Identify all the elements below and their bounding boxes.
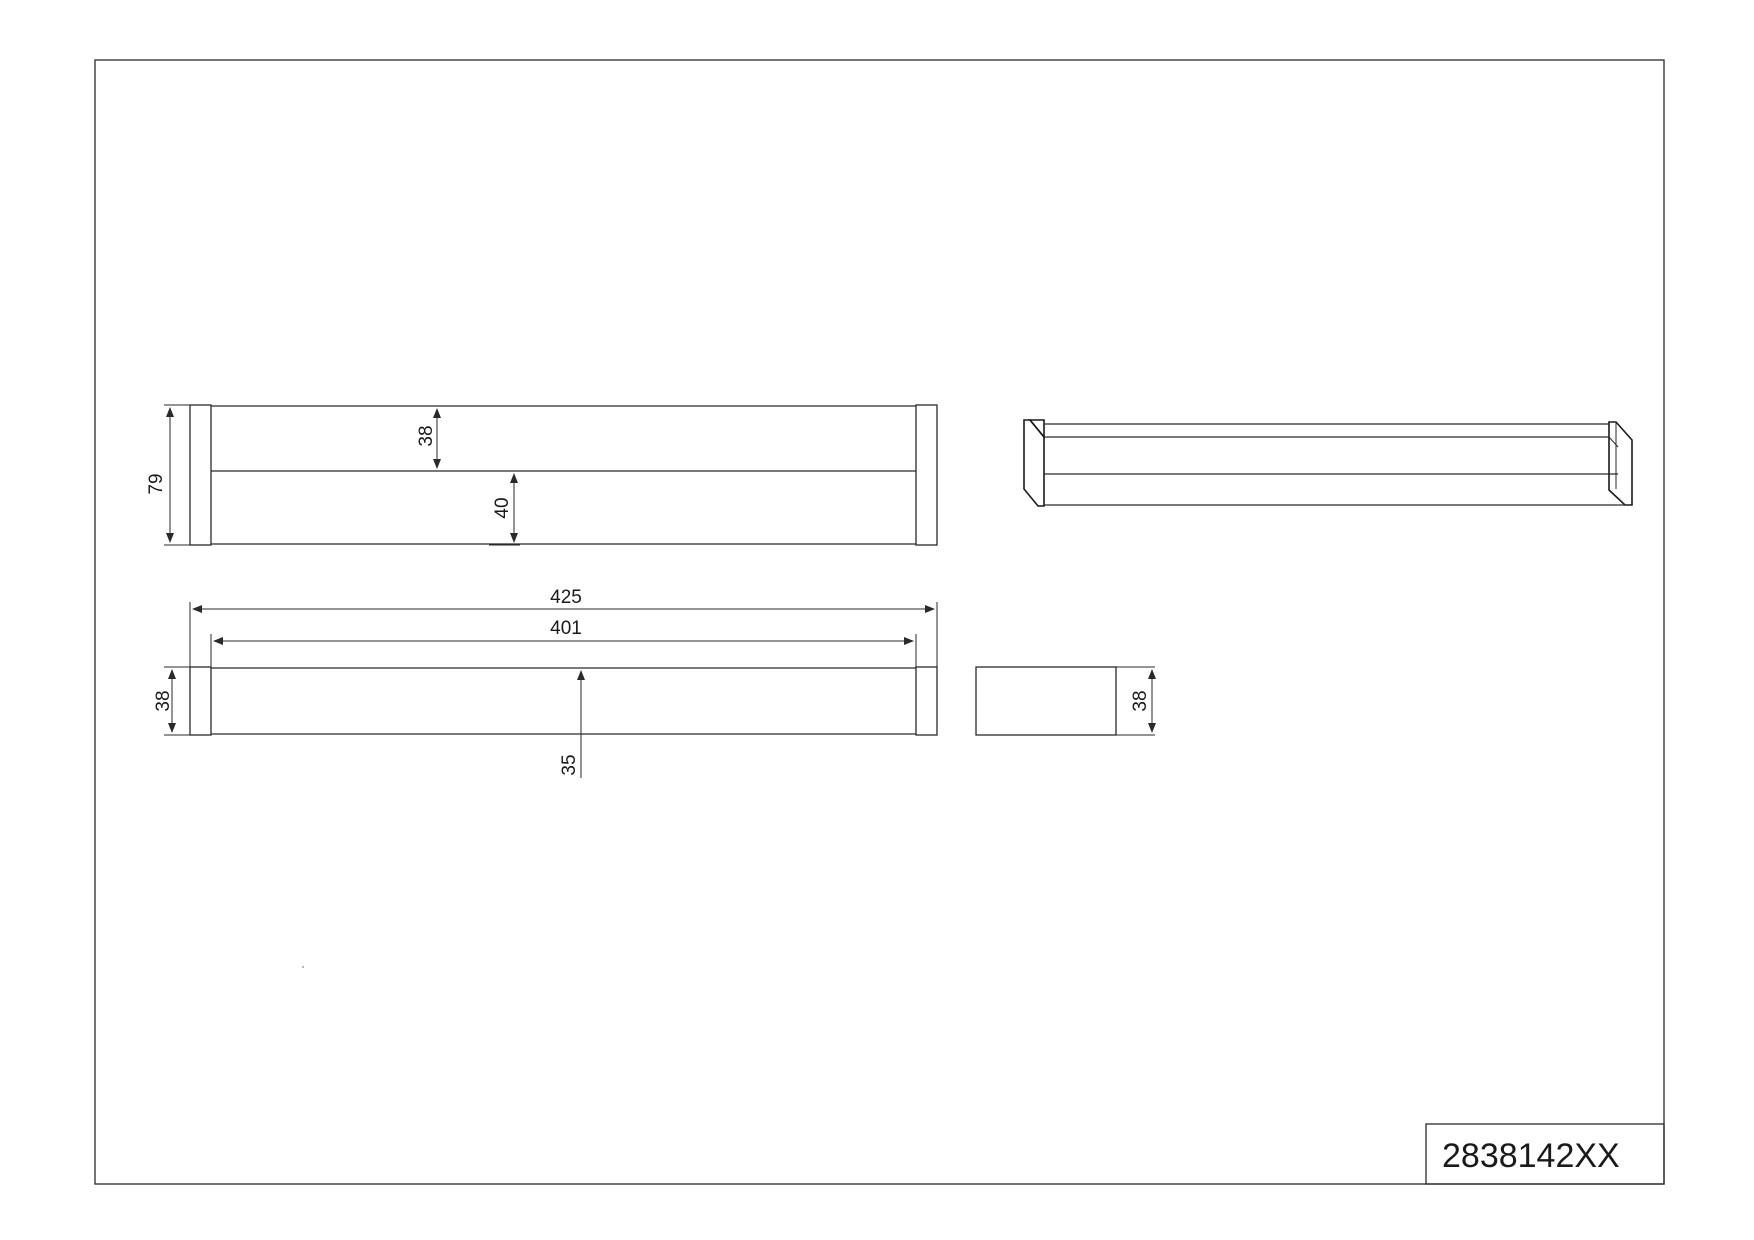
dim-front-lower-section: 40 [492, 497, 513, 518]
isometric-view [1023, 419, 1633, 507]
dim-top-mount-offset: 35 [559, 754, 580, 775]
front-right-end-cap [915, 404, 938, 546]
side-view: 38 [975, 666, 1156, 736]
top-left-end-cap [189, 666, 212, 736]
top-view: 425 401 38 35 [153, 587, 938, 778]
part-number: 2838142XX [1442, 1137, 1620, 1175]
dim-top-inner-length: 401 [550, 618, 582, 639]
title-block: 2838142XX [1425, 1123, 1665, 1185]
dim-top-depth: 38 [153, 690, 174, 711]
dim-front-height-total: 79 [146, 473, 167, 494]
drawing-frame [94, 59, 1665, 1185]
stray-mark [302, 966, 304, 968]
side-profile [975, 666, 1117, 736]
dim-front-upper-section: 38 [416, 425, 437, 446]
dim-side-depth: 38 [1130, 690, 1151, 711]
dim-top-overall-length: 425 [550, 587, 582, 608]
iso-right-end-cap [1608, 421, 1633, 506]
front-left-end-cap [189, 404, 212, 546]
front-view: 79 38 40 [146, 404, 938, 546]
top-right-end-cap [915, 666, 938, 736]
